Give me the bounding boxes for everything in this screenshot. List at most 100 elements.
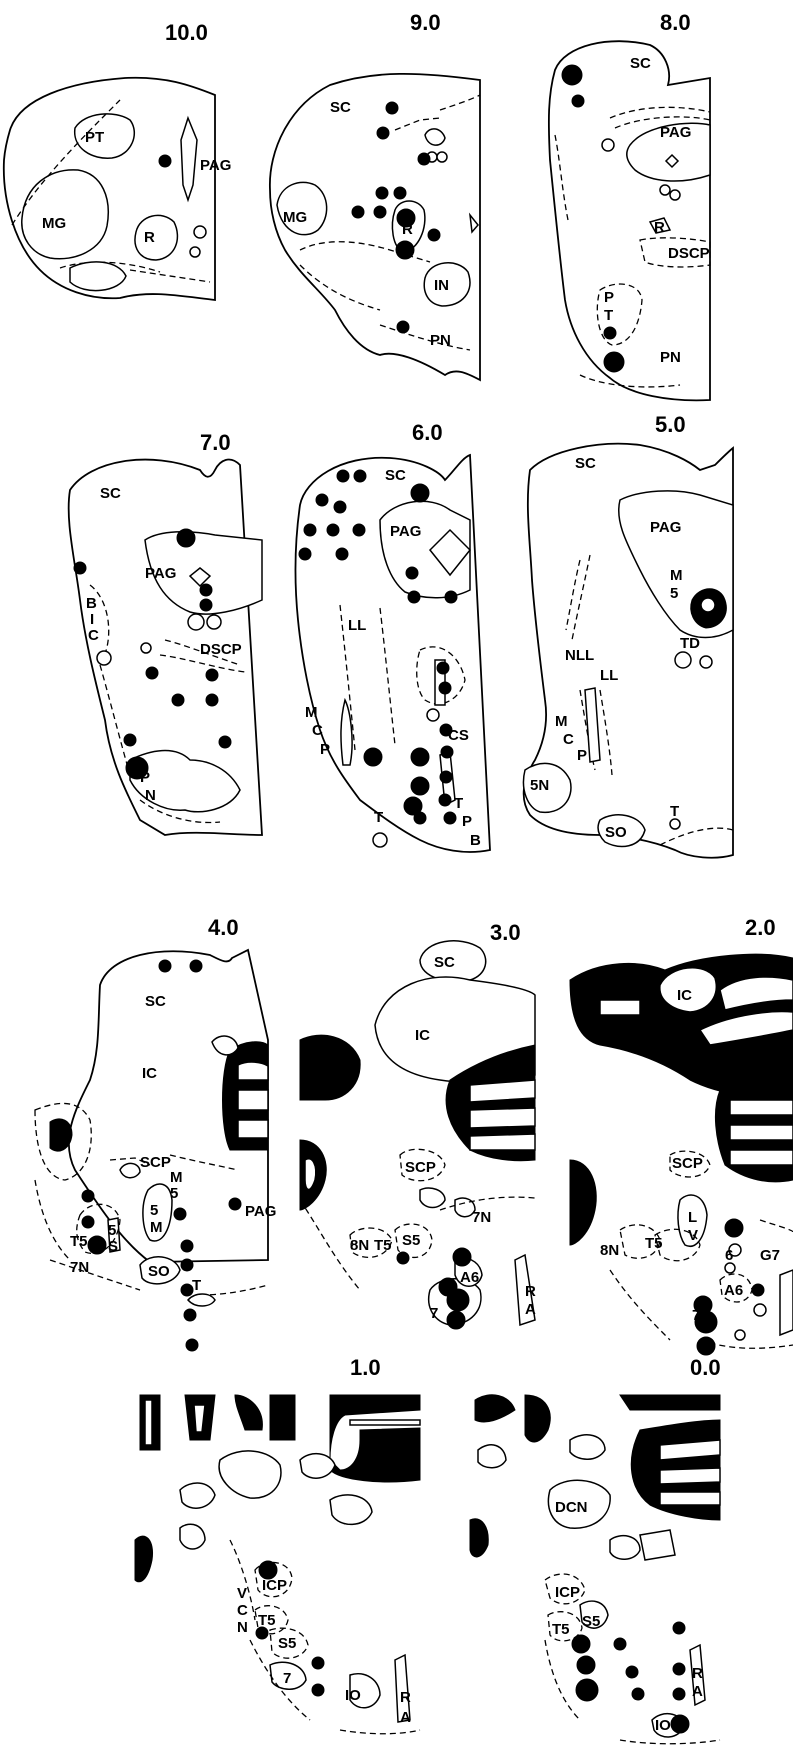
label-pn-9: PN	[430, 332, 451, 349]
label-n-7: N	[145, 787, 156, 804]
marker-dot	[411, 748, 429, 766]
panel-title-7: 7.0	[200, 430, 231, 455]
label-pt-10: PT	[85, 129, 104, 146]
marker-dot	[440, 724, 452, 736]
marker-dot	[126, 757, 148, 779]
label-pag-5: PAG	[650, 519, 681, 536]
label-sc-3: SC	[434, 954, 455, 971]
marker-dot	[337, 470, 349, 482]
marker-dot	[447, 1311, 465, 1329]
marker-dot	[572, 95, 584, 107]
panel-title-5: 5.0	[655, 412, 686, 437]
label-a6-3: A6	[460, 1269, 479, 1286]
marker-dot	[229, 1198, 241, 1210]
marker-dot	[428, 229, 440, 241]
marker-dot	[604, 352, 624, 372]
marker-dot	[614, 1638, 626, 1650]
label-mg-9: MG	[283, 209, 307, 226]
panel-1: 1.0 ICP V C N T5 S5 7 IO R A	[135, 1355, 420, 1734]
label-sc-7: SC	[100, 485, 121, 502]
panel-7: 7.0 SC PAG B I C DSCP P N	[69, 430, 262, 835]
label-icp-1: ICP	[262, 1577, 287, 1594]
label-r-0: R	[692, 1665, 703, 1682]
marker-dot	[572, 1635, 590, 1653]
marker-dot	[752, 1284, 764, 1296]
label-t5-2: T5	[645, 1235, 663, 1252]
label-5-4: 5	[150, 1202, 158, 1219]
label-icp-0: ICP	[555, 1584, 580, 1601]
label-pag-7: PAG	[145, 565, 176, 582]
panel-9: 9.0 SC MG R IN PN	[270, 10, 480, 380]
label-7n-4: 7N	[70, 1259, 89, 1276]
marker-dot	[725, 1219, 743, 1237]
label-t-5: T	[670, 803, 679, 820]
marker-dot	[374, 206, 386, 218]
panel-5: 5.0 SC PAG M 5 NLL LL TD M C P 5N SO T	[523, 412, 733, 858]
label-r-10: R	[144, 229, 155, 246]
marker-dot	[312, 1657, 324, 1669]
label-m-5: M	[670, 567, 683, 584]
label-t5-1: T5	[258, 1612, 276, 1629]
label-a-1: A	[400, 1709, 411, 1726]
label-8n-3: 8N	[350, 1237, 369, 1254]
label-t5-4: T5	[70, 1233, 88, 1250]
label-m-6: M	[305, 704, 318, 721]
label-b-6: B	[470, 832, 481, 849]
label-8n-2: 8N	[600, 1242, 619, 1259]
marker-dot	[406, 567, 418, 579]
marker-dot	[327, 524, 339, 536]
label-c-5: C	[563, 731, 574, 748]
marker-dot	[439, 682, 451, 694]
label-s5-3: S5	[402, 1232, 420, 1249]
label-in-9: IN	[434, 277, 449, 294]
label-c-7: C	[88, 627, 99, 644]
label-scp-4: SCP	[140, 1154, 171, 1171]
marker-dot	[124, 734, 136, 746]
label-5-4-top: 5	[170, 1185, 178, 1202]
marker-dot	[219, 736, 231, 748]
label-m-5-left: M	[555, 713, 568, 730]
marker-dot	[397, 1252, 409, 1264]
label-pn-8: PN	[660, 349, 681, 366]
label-ic-4: IC	[142, 1065, 157, 1082]
marker-dot	[88, 1236, 106, 1254]
label-c-6: C	[312, 722, 323, 739]
label-7-3: 7	[430, 1305, 438, 1322]
panel-3: 3.0 SC IC SCP 7N 8N T5 S5 A6 7 R A	[300, 920, 536, 1329]
panel-10: 10.0 PT PAG MG R	[4, 20, 232, 300]
marker-dot	[447, 1289, 469, 1311]
marker-dot	[186, 1339, 198, 1351]
panel-4: 4.0 SC IC SCP M 5 PAG 5 M T5 5 S 7N SO T	[35, 915, 276, 1351]
label-m-4: M	[150, 1219, 163, 1236]
label-so-4: SO	[148, 1263, 170, 1280]
marker-dot	[336, 548, 348, 560]
panel-title-10: 10.0	[165, 20, 208, 45]
panel-0: 0.0 DCN ICP T5 S5 IO R A	[470, 1355, 721, 1744]
marker-dot	[190, 960, 202, 972]
marker-dot	[181, 1259, 193, 1271]
marker-dot	[439, 794, 451, 806]
label-sc-8: SC	[630, 55, 651, 72]
marker-dot	[408, 591, 420, 603]
marker-dot	[386, 102, 398, 114]
label-scp-3: SCP	[405, 1159, 436, 1176]
label-7n-3: 7N	[472, 1209, 491, 1226]
marker-dot	[159, 155, 171, 167]
label-pag-10: PAG	[200, 157, 231, 174]
label-t5-0: T5	[552, 1621, 570, 1638]
label-io-0: IO	[655, 1717, 671, 1734]
marker-dot	[177, 529, 195, 547]
marker-dot	[316, 494, 328, 506]
marker-dot	[376, 187, 388, 199]
marker-dot	[181, 1284, 193, 1296]
label-ic-2: IC	[677, 987, 692, 1004]
label-p-8: P	[604, 289, 614, 306]
marker-dot	[673, 1622, 685, 1634]
marker-dot	[441, 746, 453, 758]
label-r-8: R	[654, 219, 665, 236]
marker-dot	[354, 470, 366, 482]
marker-dot	[418, 153, 430, 165]
marker-dot	[256, 1627, 268, 1639]
label-sc-4: SC	[145, 993, 166, 1010]
label-b-7: B	[86, 595, 97, 612]
